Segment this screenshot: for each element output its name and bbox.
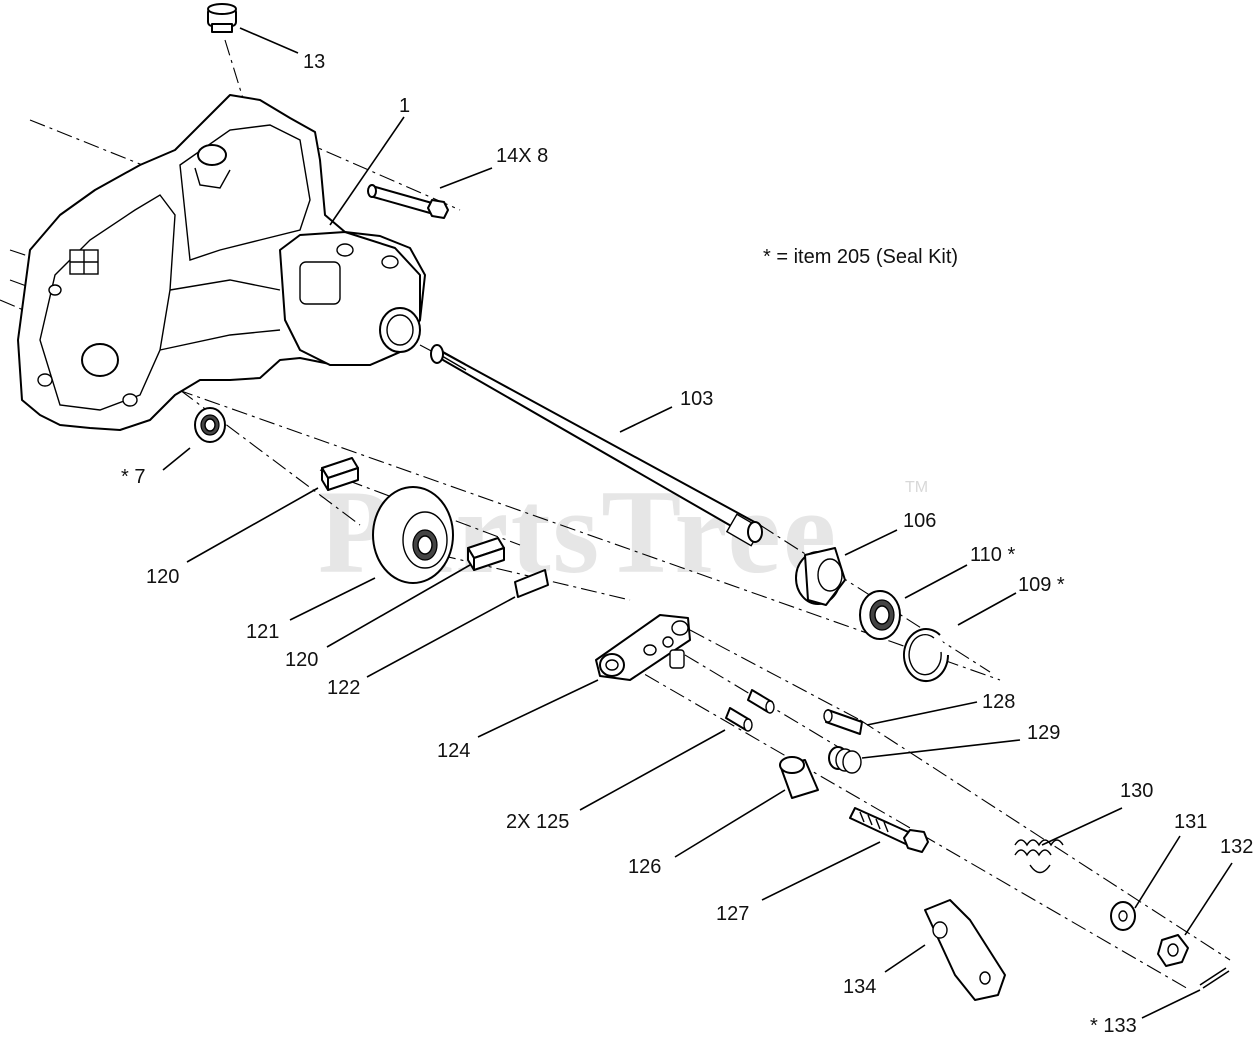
callout-132: 132 — [1220, 836, 1253, 858]
callout-130: 130 — [1120, 780, 1153, 802]
pins-125 — [725, 689, 775, 732]
transmission-housing-1 — [17, 94, 426, 431]
bolt-14 — [367, 184, 449, 219]
leader-lines — [162, 27, 1233, 1019]
callout-129: 129 — [1027, 722, 1060, 744]
callout-labels: 13 1 14X 8 * = item 205 (Seal Kit) * 7 1… — [121, 51, 1253, 1037]
callout-110: 110 * — [970, 544, 1015, 566]
callout-109: 109 * — [1018, 574, 1065, 596]
bracket-124 — [595, 614, 691, 681]
spring-130 — [1014, 839, 1064, 874]
seal-kit-note: * = item 205 (Seal Kit) — [763, 246, 958, 268]
callout-106: 106 — [903, 510, 936, 532]
bolt-127 — [849, 807, 929, 853]
seal-110 — [859, 590, 901, 640]
pin-128 — [823, 709, 863, 735]
watermark-trademark: TM — [905, 479, 928, 496]
cotter-pin-133 — [1199, 967, 1230, 989]
plug-13 — [207, 3, 237, 33]
plate-122 — [514, 569, 549, 598]
callout-121: 121 — [246, 621, 279, 643]
callout-133: * 133 — [1090, 1015, 1137, 1037]
bushing-126 — [779, 756, 819, 799]
seal-7 — [194, 407, 226, 443]
callout-7: * 7 — [121, 466, 145, 488]
key-120-b — [467, 537, 505, 571]
key-120-a — [321, 457, 359, 491]
callout-120-a: 120 — [146, 566, 179, 588]
callout-128: 128 — [982, 691, 1015, 713]
callout-14x8: 14X 8 — [496, 145, 548, 167]
callout-124: 124 — [437, 740, 470, 762]
callout-134: 134 — [843, 976, 876, 998]
callout-126: 126 — [628, 856, 661, 878]
spring-129 — [828, 746, 862, 774]
callout-131: 131 — [1174, 811, 1207, 833]
callout-13: 13 — [303, 51, 325, 73]
disc-121 — [372, 486, 454, 584]
ring-109 — [903, 628, 949, 683]
callout-127: 127 — [716, 903, 749, 925]
callout-1: 1 — [399, 95, 410, 117]
callout-125: 2X 125 — [506, 811, 569, 833]
callout-122: 122 — [327, 677, 360, 699]
washer-131 — [1110, 901, 1136, 931]
callout-120-b: 120 — [285, 649, 318, 671]
callout-103: 103 — [680, 388, 713, 410]
cover-134 — [924, 899, 1006, 1001]
bearing-106 — [795, 547, 846, 606]
nut-132 — [1157, 934, 1189, 967]
shaft-103 — [430, 344, 763, 547]
